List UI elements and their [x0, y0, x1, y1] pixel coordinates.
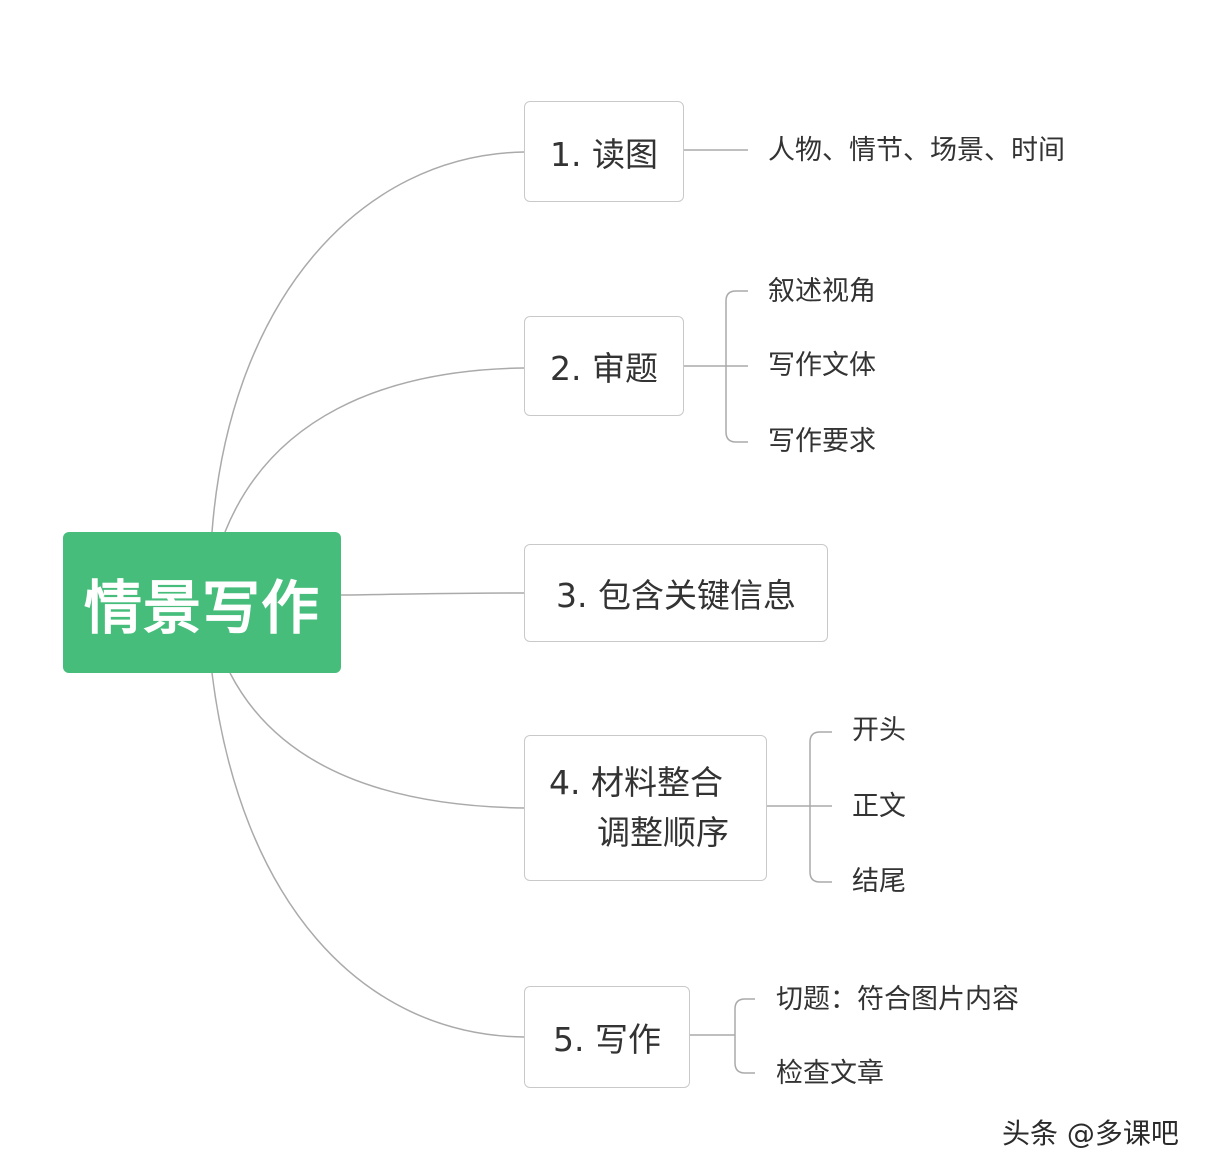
leaf-2-2: 写作文体: [768, 350, 876, 381]
connector-root-branch-5: [211, 672, 525, 1038]
connector-branch-5-bracket: [734, 998, 755, 1074]
branch-node-1-label: 1. 读图: [550, 134, 658, 174]
branch-node-4-label-line1: 4. 材料整合: [549, 763, 723, 802]
branch-node-5[interactable]: 5. 写作: [524, 986, 690, 1088]
connector-root-branch-4: [229, 672, 525, 809]
branch-node-2-label: 2. 审题: [550, 349, 658, 388]
connector-branch-4-bracket: [809, 731, 832, 883]
root-node-label: 情景写作: [83, 573, 320, 642]
leaf-4-3: 结尾: [852, 866, 906, 897]
branch-node-4-label-line2: 调整顺序: [597, 813, 729, 852]
leaf-2-1: 叙述视角: [768, 276, 876, 307]
leaf-4-1: 开头: [852, 715, 906, 746]
branch-node-5-label: 5. 写作: [553, 1020, 661, 1059]
connector-root-branch-3: [340, 592, 525, 596]
leaf-5-2: 检查文章: [776, 1058, 884, 1089]
branch-node-1[interactable]: 1. 读图: [524, 101, 684, 202]
connector-branch-2-bracket: [725, 290, 748, 443]
branch-node-3[interactable]: 3. 包含关键信息: [524, 544, 828, 642]
branch-node-2[interactable]: 2. 审题: [524, 316, 684, 416]
connector-root-branch-1: [211, 151, 525, 533]
leaf-4-2: 正文: [852, 791, 906, 822]
leaf-2-3: 写作要求: [768, 426, 876, 457]
branch-node-3-label: 3. 包含关键信息: [556, 576, 796, 615]
watermark: 头条 @多课吧: [1002, 1117, 1179, 1150]
connector-root-branch-2: [224, 367, 525, 533]
leaf-1-1: 人物、情节、场景、时间: [768, 135, 1065, 166]
branch-node-4[interactable]: 4. 材料整合 调整顺序: [524, 735, 767, 881]
root-node[interactable]: 情景写作: [63, 532, 341, 673]
leaf-5-1: 切题：符合图片内容: [776, 984, 1019, 1015]
